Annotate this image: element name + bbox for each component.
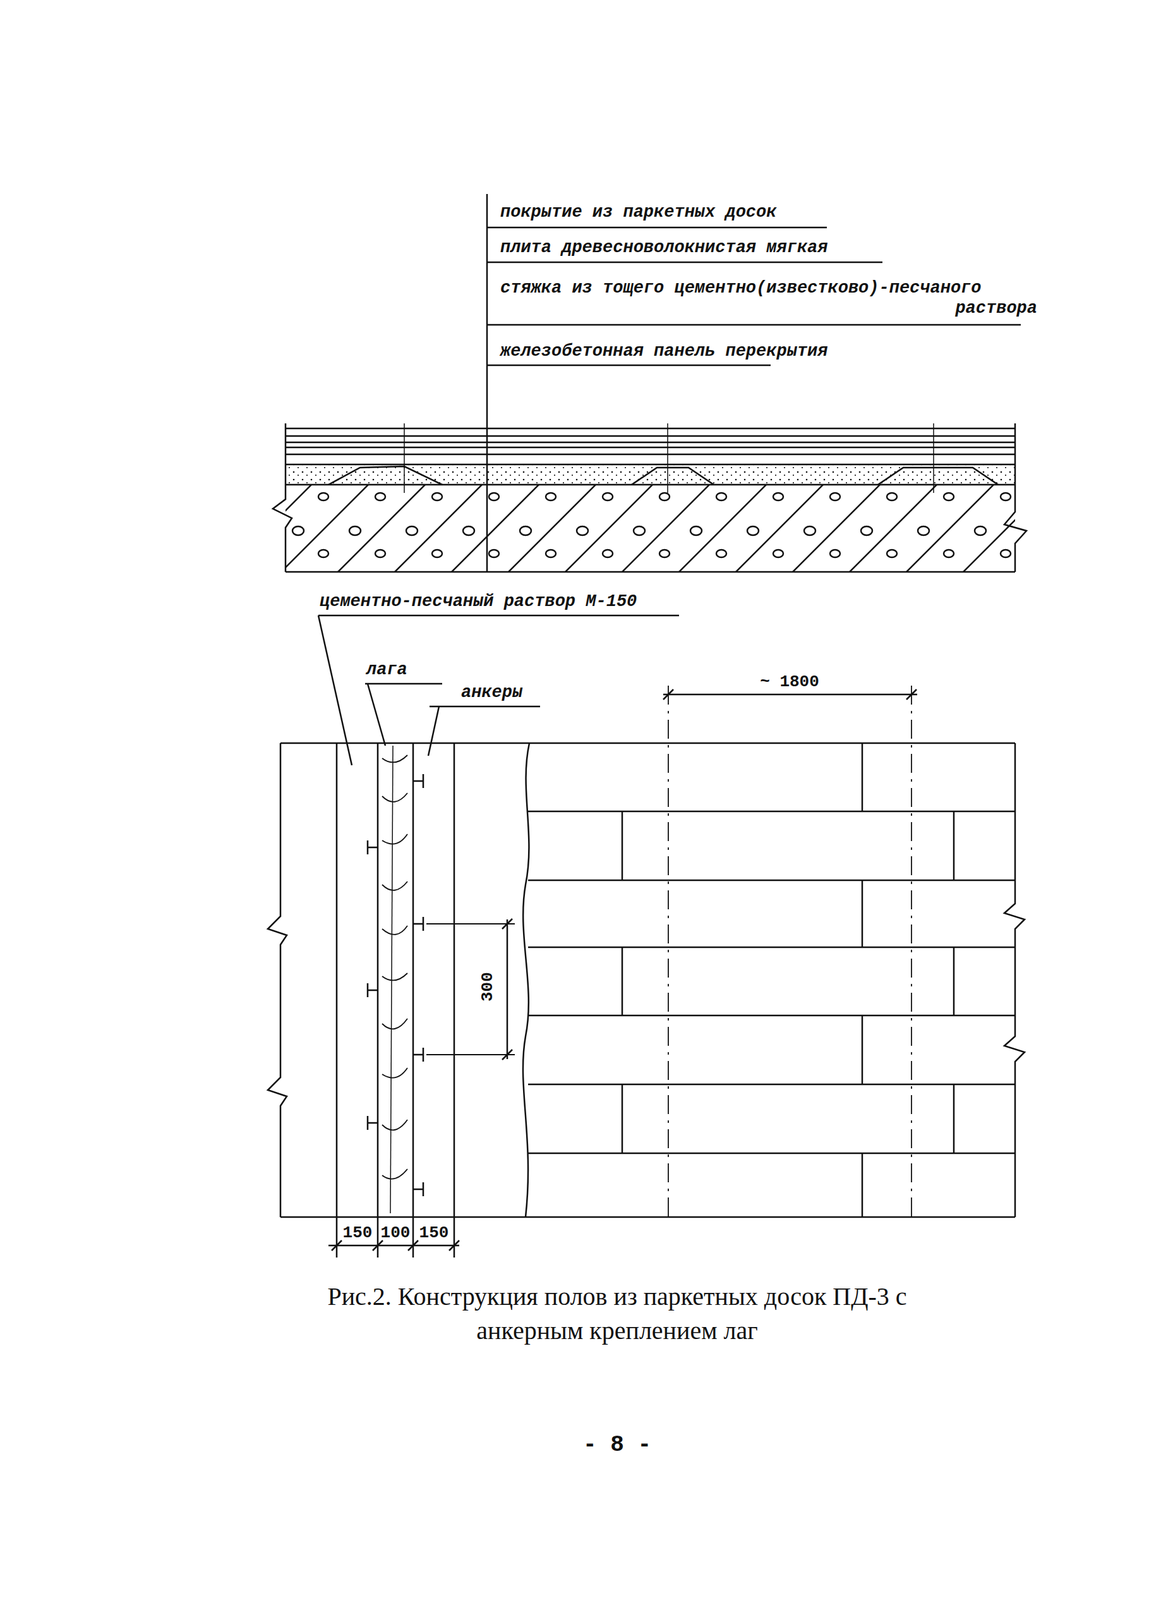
leader-label: цементно-песчаный раствор М-150: [319, 591, 637, 612]
leader-label: лага: [366, 659, 408, 680]
leader-label: покрытие из паркетных досок: [500, 202, 777, 223]
page-number: - 8 -: [583, 1430, 652, 1458]
dimension: 150: [342, 1222, 373, 1243]
dimension: 150: [419, 1222, 450, 1243]
leader-label: анкеры: [461, 682, 523, 703]
dimension: ~ 1800: [759, 672, 820, 692]
leader-label: плита древесноволокнистая мягкая: [500, 237, 828, 258]
dimension: 300: [477, 972, 498, 1002]
figure-caption: Рис.2. Конструкция полов из паркетных до…: [282, 1279, 952, 1348]
leader-label: железобетонная панель перекрытия: [500, 341, 828, 362]
dimension: 100: [380, 1222, 411, 1243]
leader-label: стяжка из тощего цементно(известково)-пе…: [500, 277, 1038, 319]
